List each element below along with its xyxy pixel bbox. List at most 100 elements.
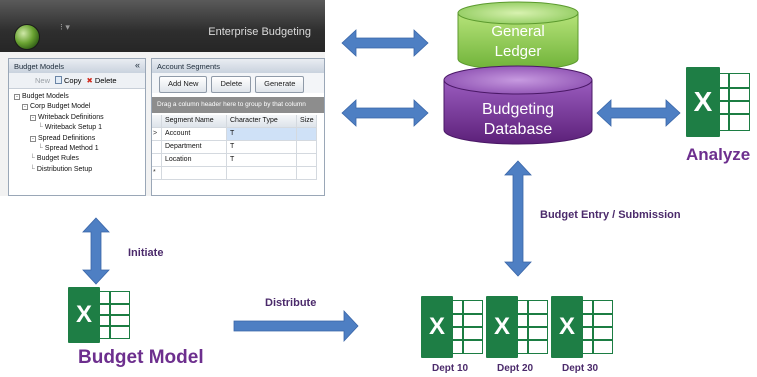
budget-model-excel-icon: X xyxy=(68,287,134,343)
delete-label: Delete xyxy=(94,76,117,85)
copy-button[interactable]: Copy xyxy=(55,76,82,85)
quick-access-icon[interactable]: ⁝ ▾ xyxy=(60,22,70,32)
group-by-area[interactable]: Drag a column header here to group by th… xyxy=(152,97,324,113)
delete-segment-button[interactable]: Delete xyxy=(211,76,252,93)
app-database-arrow xyxy=(341,99,429,127)
segment-name-cell[interactable]: Location xyxy=(162,154,227,167)
budgeting-database-line2: Database xyxy=(483,121,553,138)
row-indicator[interactable] xyxy=(152,154,162,167)
app-screenshot: ⁝ ▾ Enterprise Budgeting Budget Models «… xyxy=(0,0,325,196)
copy-icon xyxy=(55,76,63,84)
collapse-node-icon[interactable]: - xyxy=(30,114,36,121)
row-indicator[interactable]: * xyxy=(152,167,162,180)
collapse-node-icon[interactable]: - xyxy=(30,135,36,142)
initiate-arrow xyxy=(82,217,110,285)
database-analyze-arrow xyxy=(596,99,681,127)
size-cell[interactable] xyxy=(297,141,317,154)
budgeting-database-label: Budgeting Database xyxy=(444,100,592,140)
tree-item-label: Spread Method 1 xyxy=(44,145,99,153)
model-tree: -Budget Models-Corp Budget Model-Writeba… xyxy=(9,89,145,175)
tree-item-label: Corp Budget Model xyxy=(30,103,91,111)
initiate-label: Initiate xyxy=(128,247,164,259)
tree-item[interactable]: └ Budget Rules xyxy=(14,154,145,164)
excel-badge: X xyxy=(486,296,518,358)
distribute-label: Distribute xyxy=(265,297,317,309)
generate-button[interactable]: Generate xyxy=(255,76,305,93)
account-segments-panel: Account Segments Add New Delete Generate… xyxy=(151,58,325,196)
add-new-button[interactable]: Add New xyxy=(159,76,208,93)
budget-entry-label: Budget Entry / Submission xyxy=(540,209,681,221)
distribute-arrow xyxy=(233,309,359,343)
app-titlebar: ⁝ ▾ Enterprise Budgeting xyxy=(0,0,325,52)
tree-line-icon: └ xyxy=(38,145,45,153)
tree-item-label: Writeback Definitions xyxy=(38,113,104,121)
delete-icon: ✖ xyxy=(86,76,93,85)
general-ledger-line2: Ledger xyxy=(494,43,542,60)
excel-badge: X xyxy=(551,296,583,358)
column-header[interactable]: Size xyxy=(297,115,317,128)
tree-item[interactable]: -Spread Definitions xyxy=(14,134,145,144)
tree-item[interactable]: -Budget Models xyxy=(14,92,145,102)
segment-name-cell[interactable]: Account xyxy=(162,128,227,141)
tree-line-icon: └ xyxy=(30,155,37,163)
tree-item[interactable]: └ Spread Method 1 xyxy=(14,144,145,154)
tree-item[interactable]: └ Writeback Setup 1 xyxy=(14,123,145,133)
segment-name-cell[interactable] xyxy=(162,167,227,180)
column-header[interactable]: Character Type xyxy=(227,115,297,128)
column-header[interactable]: Segment Name xyxy=(162,115,227,128)
panel-toolbar: New Copy ✖Delete xyxy=(9,73,145,89)
app-title: Enterprise Budgeting xyxy=(208,26,311,38)
budgeting-database-line1: Budgeting xyxy=(481,101,555,118)
excel-badge: X xyxy=(421,296,453,358)
character-type-cell[interactable]: T xyxy=(227,154,297,167)
collapse-node-icon[interactable]: - xyxy=(14,94,20,100)
character-type-cell[interactable]: T xyxy=(227,141,297,154)
general-ledger-cylinder xyxy=(457,1,579,71)
tree-item[interactable]: -Writeback Definitions xyxy=(14,113,145,123)
collapse-icon[interactable]: « xyxy=(134,60,140,70)
row-indicator[interactable] xyxy=(152,141,162,154)
dept-label: Dept 30 xyxy=(562,363,599,374)
tree-item[interactable]: └ Distribution Setup xyxy=(14,165,145,175)
excel-badge: X xyxy=(686,67,720,137)
character-type-cell[interactable]: T xyxy=(227,128,297,141)
dept-20-excel-icon: X xyxy=(486,296,552,358)
panel-title: Budget Models xyxy=(14,62,65,71)
budget-model-label: Budget Model xyxy=(78,347,204,368)
collapse-node-icon[interactable]: - xyxy=(22,104,28,111)
budgeting-database-cylinder xyxy=(443,65,593,145)
segments-toolbar: Add New Delete Generate xyxy=(152,73,324,93)
grid-corner xyxy=(152,115,162,128)
segments-header: Account Segments xyxy=(152,59,324,73)
tree-line-icon: └ xyxy=(38,124,45,132)
size-cell[interactable] xyxy=(297,154,317,167)
size-cell[interactable] xyxy=(297,128,317,141)
tree-item-label: Writeback Setup 1 xyxy=(44,124,102,132)
tree-line-icon: └ xyxy=(30,165,37,173)
general-ledger-line1: General xyxy=(491,23,545,40)
budget-models-panel: Budget Models « New Copy ✖Delete -Budget… xyxy=(8,58,146,196)
dept-label: Dept 10 xyxy=(432,363,469,374)
tree-item-label: Spread Definitions xyxy=(38,134,96,142)
copy-label: Copy xyxy=(64,76,82,85)
tree-item-label: Distribution Setup xyxy=(36,165,93,173)
panel-header: Budget Models « xyxy=(9,59,145,73)
character-type-cell[interactable] xyxy=(227,167,297,180)
excel-badge: X xyxy=(68,287,100,343)
database-depts-arrow xyxy=(504,160,532,277)
delete-button[interactable]: ✖Delete xyxy=(87,76,117,85)
analyze-excel-icon: X xyxy=(686,67,754,137)
new-button[interactable]: New xyxy=(35,76,51,85)
row-indicator[interactable]: > xyxy=(152,128,162,141)
size-cell[interactable] xyxy=(297,167,317,180)
tree-item-label: Budget Rules xyxy=(36,155,79,163)
tree-item[interactable]: -Corp Budget Model xyxy=(14,102,145,112)
tree-item-label: Budget Models xyxy=(22,93,69,100)
general-ledger-label: General Ledger xyxy=(458,22,578,62)
dept-10-excel-icon: X xyxy=(421,296,487,358)
app-logo xyxy=(14,24,40,50)
dept-label: Dept 20 xyxy=(497,363,534,374)
app-ledger-arrow xyxy=(341,29,429,57)
segment-name-cell[interactable]: Department xyxy=(162,141,227,154)
